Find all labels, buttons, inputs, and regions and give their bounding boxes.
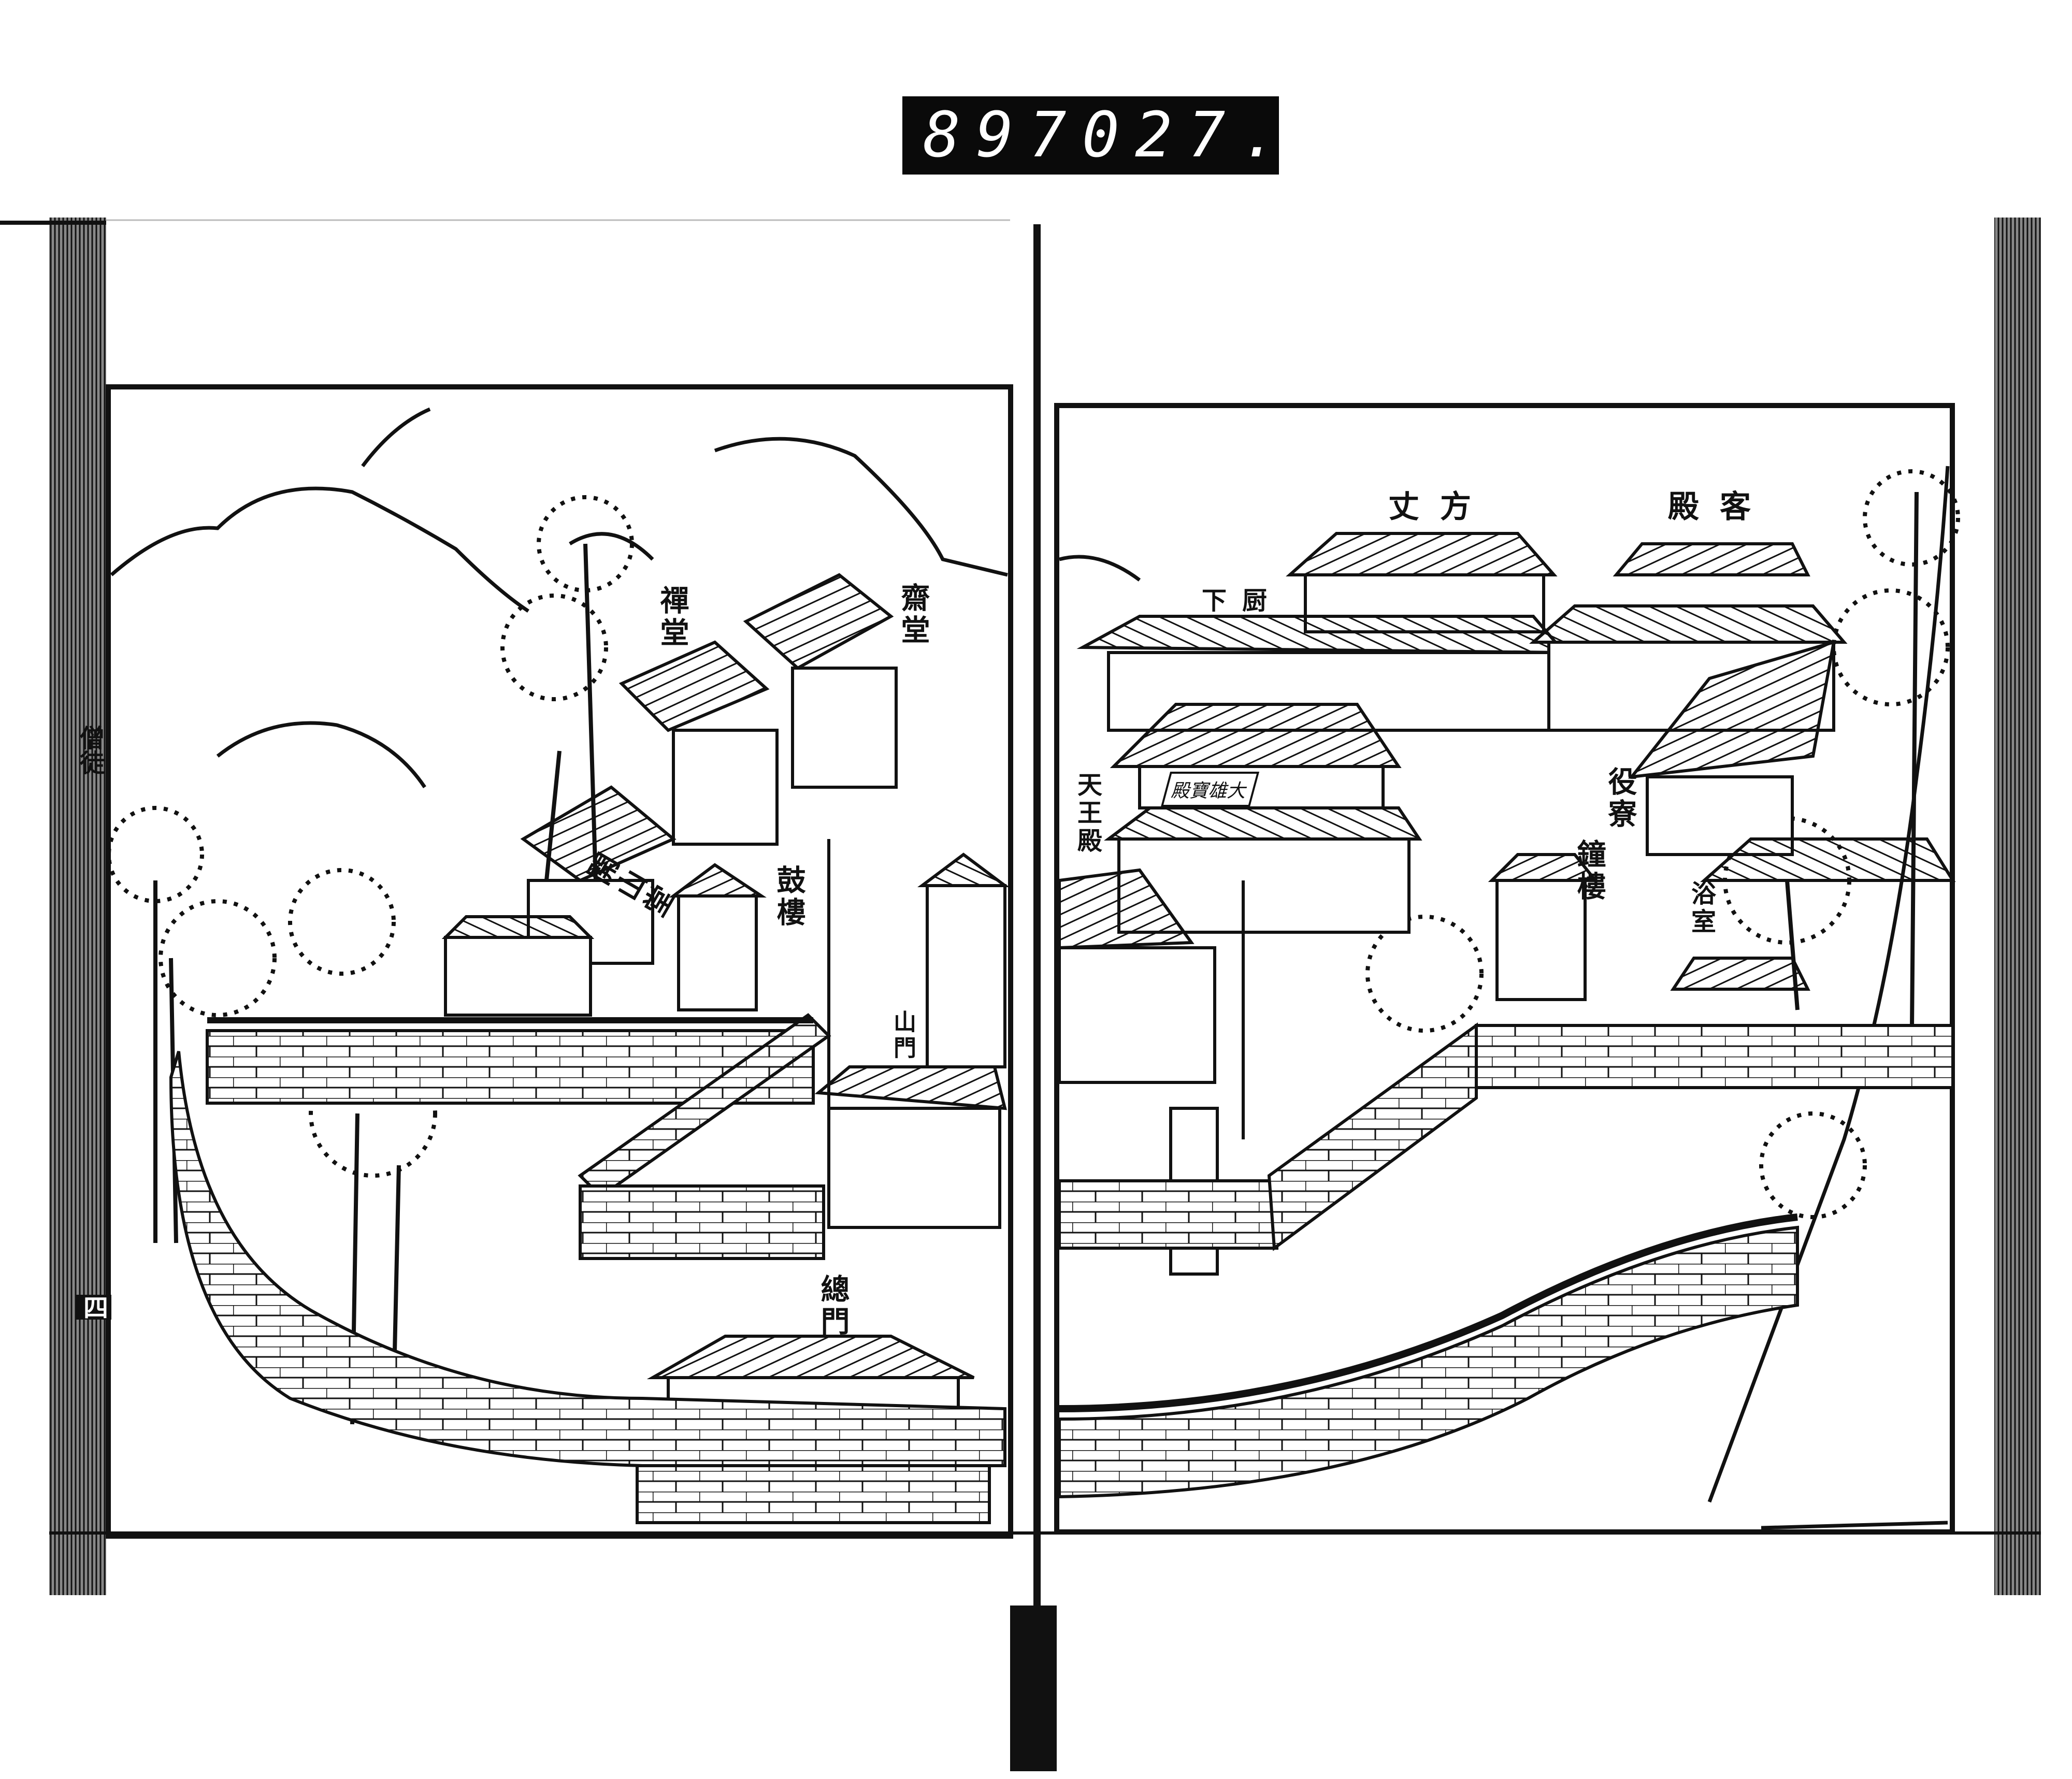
label-refectory: 齋堂 [896, 583, 930, 647]
right-landscape [1059, 466, 1950, 1530]
right-walls [1058, 1022, 1954, 1499]
label-abbots-quarters: 方丈 [1388, 489, 1492, 525]
right-buildings [1058, 532, 1956, 1276]
main-hall-plaque: 大雄寶殿 [1160, 772, 1260, 807]
counter-left: 897 [923, 99, 1082, 171]
left-walls [169, 1013, 1006, 1467]
label-heavenly-kings-hall: 天王殿 [1073, 772, 1102, 856]
archive-counter-label: 897 027. [902, 96, 1279, 175]
label-staff-quarters: 役寮 [1603, 766, 1637, 831]
label-drum-tower: 鼓樓 [772, 865, 806, 929]
book-edges [0, 218, 2041, 1771]
label-zen-hall: 禪堂 [655, 585, 689, 649]
section-title: 僧徒 [75, 725, 104, 775]
left-panel-frame [106, 384, 1013, 1539]
label-main-gate: 總門 [816, 1274, 850, 1338]
label-bathhouse: 浴室 [1687, 880, 1716, 936]
label-guest-hall: 客殿 [1668, 489, 1772, 525]
page-number: 四 [75, 1295, 111, 1320]
label-kitchen: 厨下 [1202, 586, 1283, 615]
label-bell-tower: 鐘樓 [1572, 839, 1606, 903]
right-panel-frame [1054, 403, 1955, 1535]
left-landscape [110, 407, 1008, 788]
counter-right: 027. [1082, 99, 1294, 171]
label-mountain-gate: 山門 [889, 1010, 916, 1062]
